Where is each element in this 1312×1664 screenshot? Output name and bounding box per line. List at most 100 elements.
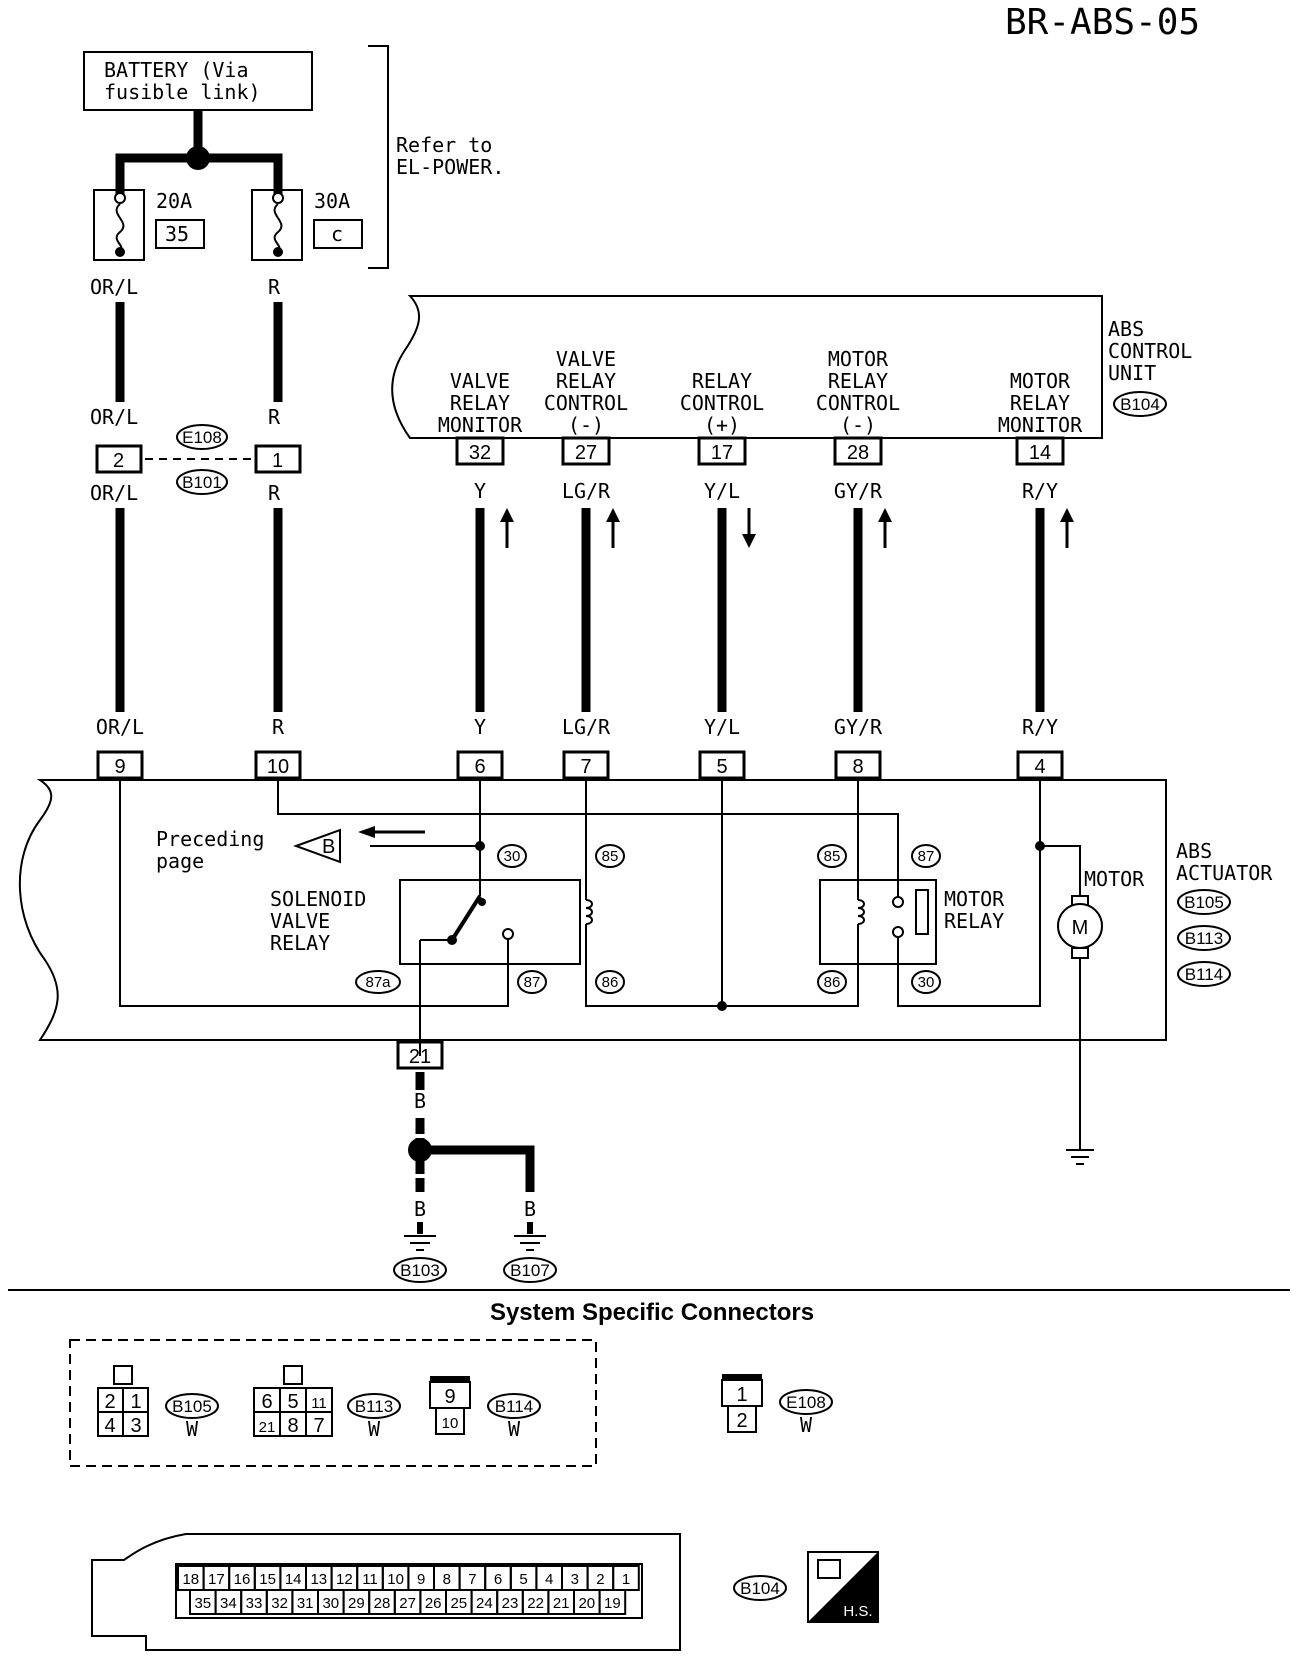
- svg-text:2: 2: [736, 1410, 747, 1432]
- battery-feed-wires: [115, 110, 283, 198]
- ground-icon-b103: [404, 1235, 436, 1251]
- b104-pin-label: 16: [234, 1571, 251, 1588]
- svg-text:GY/R: GY/R: [834, 479, 883, 503]
- terminal-relay-control: RELAY CONTROL (+) 17 Y/L: [680, 369, 764, 712]
- svg-text:30: 30: [918, 974, 935, 991]
- b104-pin-label: 21: [553, 1595, 570, 1612]
- svg-text:Y: Y: [474, 479, 486, 503]
- svg-text:B: B: [414, 1197, 426, 1221]
- svg-text:1: 1: [130, 1391, 141, 1413]
- pin-14: 14: [1029, 442, 1051, 464]
- svg-text:7: 7: [313, 1415, 324, 1437]
- svg-text:MOTOR: MOTOR: [1010, 369, 1071, 393]
- svg-text:B107: B107: [510, 1261, 550, 1280]
- svg-text:85: 85: [602, 848, 619, 865]
- ground-circuit: 21 B B B B103 B107: [393, 1040, 557, 1283]
- fuse-20a-amp: 20A: [156, 189, 192, 213]
- svg-text:21: 21: [259, 1419, 276, 1436]
- svg-text:W: W: [368, 1417, 381, 1441]
- pin-8: 8: [852, 756, 863, 778]
- b104-pin-label: 30: [322, 1595, 339, 1612]
- b104-pin-label: 29: [348, 1595, 365, 1612]
- b104-pin-label: 10: [387, 1571, 404, 1588]
- connector-e108: 1 2 E108 W: [721, 1374, 833, 1437]
- b104-pin-label: 28: [374, 1595, 391, 1612]
- b104-pin-label: 14: [285, 1571, 302, 1588]
- connectors-heading: System Specific Connectors: [490, 1299, 814, 1326]
- ground-icon-b107: [514, 1235, 546, 1251]
- fuse-20a-id: 35: [165, 222, 189, 246]
- svg-text:B113: B113: [355, 1397, 393, 1416]
- pin-32: 32: [469, 442, 491, 464]
- fuse-30a-id: c: [331, 222, 343, 246]
- svg-text:W: W: [800, 1413, 813, 1437]
- b104-pin-label: 35: [194, 1595, 211, 1612]
- b104-pin-label: 33: [246, 1595, 263, 1612]
- svg-text:B: B: [414, 1089, 426, 1113]
- b104-pin-label: 13: [310, 1571, 327, 1588]
- svg-text:B105: B105: [172, 1397, 212, 1416]
- pin-4: 4: [1034, 756, 1045, 778]
- pin-9: 9: [114, 756, 125, 778]
- pin-10: 10: [267, 756, 289, 778]
- b104-pin-label: 17: [208, 1571, 225, 1588]
- svg-text:Y/L: Y/L: [704, 715, 740, 739]
- svg-text:B103: B103: [400, 1261, 440, 1280]
- svg-text:1: 1: [736, 1384, 747, 1406]
- page-title: BR-ABS-05: [1005, 2, 1200, 43]
- svg-text:B114: B114: [1185, 965, 1223, 984]
- wire-r-label-2: R: [268, 405, 281, 429]
- svg-text:11: 11: [311, 1395, 327, 1412]
- svg-text:87: 87: [524, 974, 541, 991]
- b104-pin-label: 22: [527, 1595, 544, 1612]
- pin-17: 17: [711, 442, 733, 464]
- actuator-pins: OR/L R Y LG/R Y/L GY/R R/Y 9 10 6 7 5 8 …: [96, 715, 1064, 780]
- terminal-valve-relay-control: VALVE RELAY CONTROL (-) 27 LG/R: [544, 347, 628, 712]
- svg-text:8: 8: [287, 1415, 298, 1437]
- svg-text:B113: B113: [1185, 929, 1223, 948]
- svg-text:OR/L: OR/L: [96, 715, 144, 739]
- control-unit-name-2: CONTROL: [1108, 339, 1192, 363]
- b104-pin-label: 26: [425, 1595, 442, 1612]
- wire-r-label-3: R: [268, 481, 281, 505]
- svg-text:CONTROL: CONTROL: [680, 391, 764, 415]
- b104-pin-label: 7: [468, 1571, 476, 1588]
- inline-pin-right: 1: [272, 450, 283, 472]
- svg-text:LG/R: LG/R: [562, 715, 611, 739]
- svg-text:4: 4: [104, 1415, 115, 1437]
- b104-pin-label: 1: [622, 1571, 630, 1588]
- inline-code-top: E108: [182, 428, 222, 447]
- wire-orl-label-2: OR/L: [90, 405, 138, 429]
- control-unit-code: B104: [1120, 395, 1160, 414]
- preceding-marker: B: [322, 836, 335, 858]
- actuator-internal-wiring: B Preceding page SOLENOID VALVE RELAY MO…: [119, 778, 1145, 1165]
- svg-text:2: 2: [104, 1391, 115, 1413]
- connector-group-frame: [69, 1339, 597, 1467]
- actuator-name-2: ACTUATOR: [1176, 861, 1273, 885]
- svg-text:Y: Y: [474, 715, 486, 739]
- svg-text:B114: B114: [495, 1397, 533, 1416]
- hs-badge-icon: H.S.: [807, 1551, 879, 1623]
- fuse-30a: 30A c: [251, 189, 363, 261]
- svg-text:CONTROL: CONTROL: [544, 391, 628, 415]
- solenoid-label-2: VALVE: [270, 909, 330, 933]
- battery-label-line1: BATTERY (Via: [104, 58, 249, 82]
- fuse-20a: 20A 35: [93, 189, 205, 261]
- svg-text:R: R: [272, 715, 285, 739]
- connector-b114: 9 10 B114 W: [429, 1376, 541, 1441]
- svg-text:GY/R: GY/R: [834, 715, 883, 739]
- svg-text:B105: B105: [1184, 893, 1224, 912]
- svg-text:VALVE: VALVE: [450, 369, 510, 393]
- refer-bracket: Refer to EL-POWER.: [368, 45, 504, 269]
- preceding-label-1: Preceding: [156, 827, 264, 851]
- pin-28: 28: [847, 442, 869, 464]
- b104-pin-label: 27: [399, 1595, 416, 1612]
- control-unit-name-3: UNIT: [1108, 361, 1156, 385]
- pin-5: 5: [716, 756, 727, 778]
- svg-text:B104: B104: [740, 1579, 780, 1598]
- b104-pin-label: 23: [502, 1595, 519, 1612]
- svg-text:30: 30: [504, 848, 521, 865]
- battery-block: BATTERY (Via fusible link): [83, 51, 313, 111]
